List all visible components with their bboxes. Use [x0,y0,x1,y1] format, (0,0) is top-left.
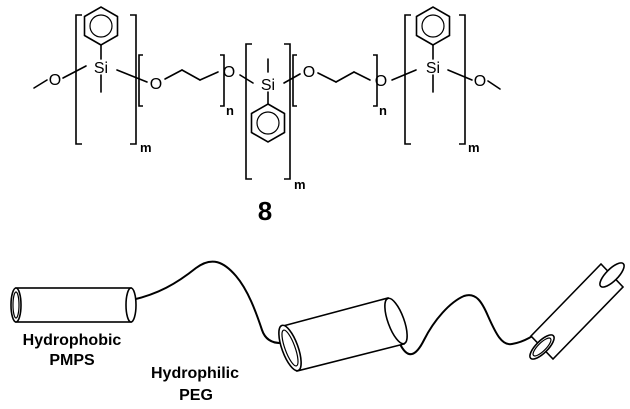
silicon-atom-1: Si [94,60,108,77]
bracket-peg-right [292,54,378,107]
subscript-m-3: m [468,140,480,155]
bracket-pmps-middle [245,43,291,180]
phenyl-ring-2 [250,103,286,143]
pmps-cylinder-3 [529,262,625,361]
compound-number: 8 [258,196,272,226]
subscript-m-2: m [294,177,306,192]
subscript-m-1: m [140,140,152,155]
polymer-cartoon: Hydrophobic PMPS Hydrophilic PEG [10,260,625,404]
bracket-pmps-left [75,14,137,145]
methyl-stubs [100,58,434,93]
oxygen-atom-4: O [303,64,315,81]
phenyl-ring-3 [415,6,451,46]
chemical-structure: O Si O O Si O O Si O m n [33,6,501,226]
phenyl-bonds [100,44,434,105]
backbone-bonds [33,65,501,90]
peg-label: PEG [179,387,213,404]
pmps-cylinder-2 [278,297,408,372]
silicon-atom-2: Si [261,77,275,94]
hydrophobic-label: Hydrophobic [23,332,122,349]
subscript-n-2: n [379,103,387,118]
oxygen-atom-5: O [375,73,387,90]
peg-chain [131,260,547,355]
oxygen-atom-1: O [49,72,61,89]
pmps-label: PMPS [49,352,95,369]
silicon-atom-3: Si [426,60,440,77]
subscript-n-1: n [226,103,234,118]
oxygen-atom-2: O [150,76,162,93]
oxygen-atom-6: O [474,73,486,90]
hydrophilic-label: Hydrophilic [151,365,239,382]
oxygen-atom-3: O [223,64,235,81]
phenyl-ring-1 [83,6,119,46]
bracket-pmps-right [404,14,466,145]
pmps-cylinder-1 [10,287,137,323]
bracket-peg-left [138,54,225,107]
